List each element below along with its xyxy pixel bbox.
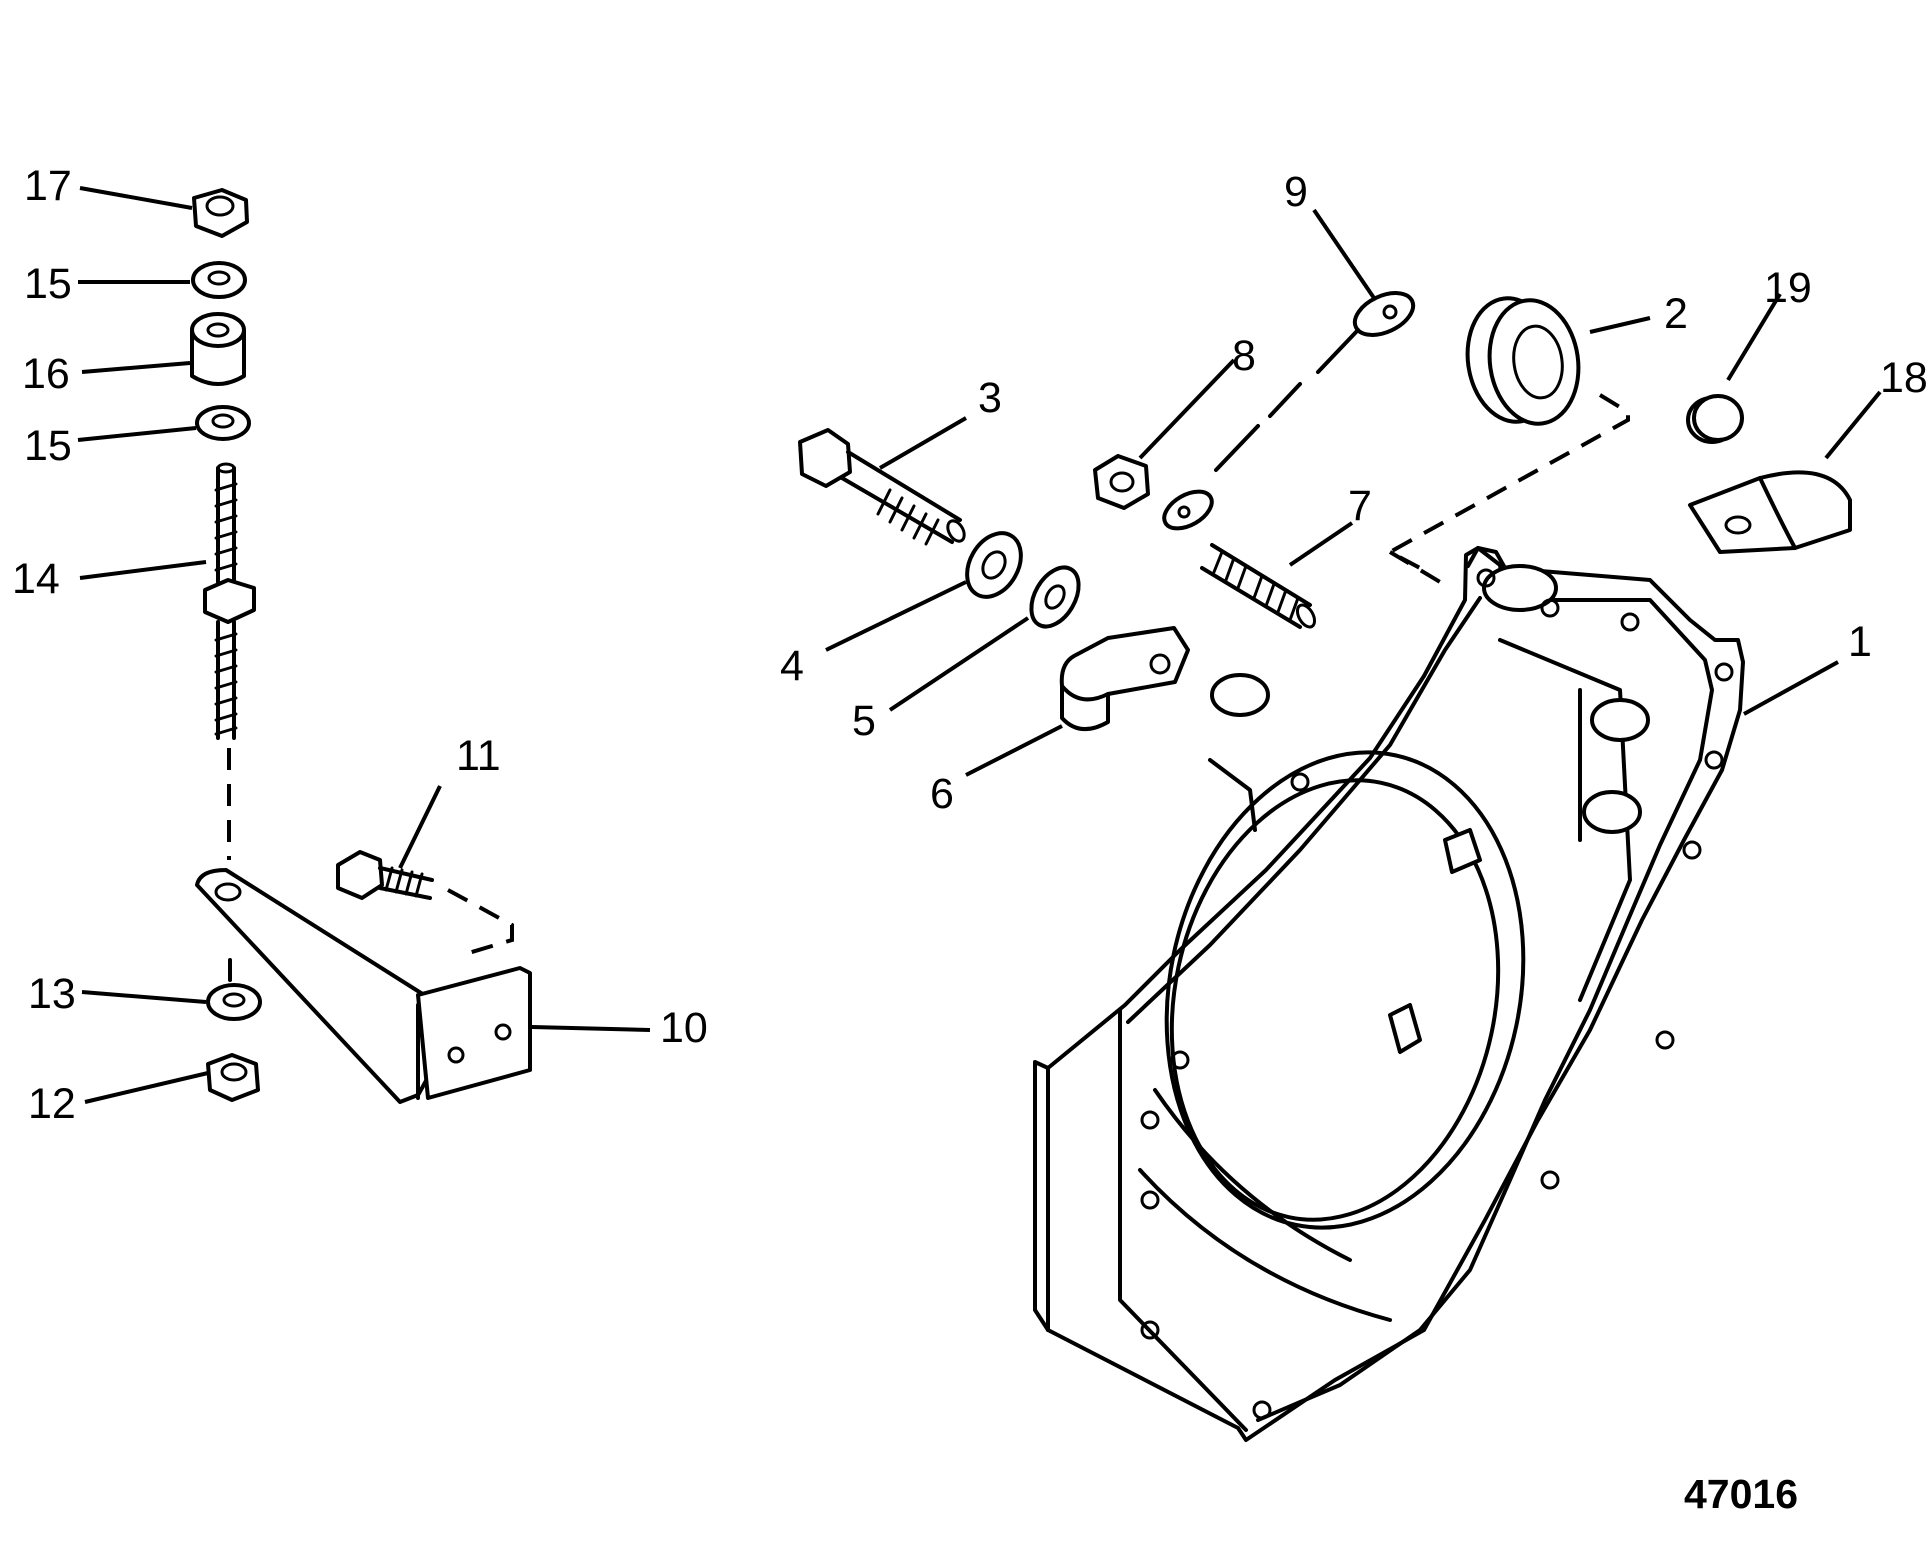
callout-15-lower: 15 (24, 422, 72, 470)
callout-7: 7 (1348, 482, 1372, 530)
washer-13 (206, 983, 262, 1021)
plug-19 (1686, 394, 1744, 444)
figure-number: 47016 (1684, 1471, 1798, 1517)
callout-17: 17 (24, 162, 72, 210)
callout-1: 1 (1848, 618, 1872, 666)
assembly-line-11 (447, 888, 514, 957)
stud-7 (1200, 543, 1317, 629)
flywheel-housing-1 (1033, 546, 1745, 1442)
bolt-3 (798, 428, 966, 546)
washer-15-lower (195, 405, 251, 441)
seal-2 (1465, 296, 1581, 426)
washer-5 (1029, 565, 1081, 629)
callout-12: 12 (28, 1080, 76, 1128)
assembly-line-1 (1388, 550, 1442, 584)
callout-11: 11 (456, 732, 501, 780)
clip-18 (1688, 470, 1852, 554)
cable-9 (1162, 291, 1416, 531)
washer-15-upper (191, 261, 247, 299)
callout-5: 5 (852, 697, 876, 745)
callout-3: 3 (978, 374, 1002, 422)
callout-14: 14 (12, 555, 60, 603)
callout-19: 19 (1764, 264, 1812, 312)
callout-8: 8 (1232, 332, 1256, 380)
bracket-10 (195, 868, 532, 1104)
nut-12 (206, 1053, 260, 1102)
washer-4 (965, 531, 1023, 599)
callout-9: 9 (1284, 168, 1308, 216)
callout-18: 18 (1880, 354, 1928, 402)
callout-13: 13 (28, 970, 76, 1018)
clip-6 (1059, 626, 1190, 731)
callout-6: 6 (930, 770, 954, 818)
callout-15-upper: 15 (24, 260, 72, 308)
callout-16: 16 (22, 350, 70, 398)
stud-14 (203, 462, 256, 740)
spacer-16 (190, 312, 246, 386)
nut-17 (192, 188, 249, 238)
callout-10: 10 (660, 1004, 708, 1052)
callout-2: 2 (1664, 290, 1688, 338)
nut-8 (1093, 454, 1150, 510)
bolt-11 (336, 850, 434, 900)
callout-4: 4 (780, 642, 804, 690)
